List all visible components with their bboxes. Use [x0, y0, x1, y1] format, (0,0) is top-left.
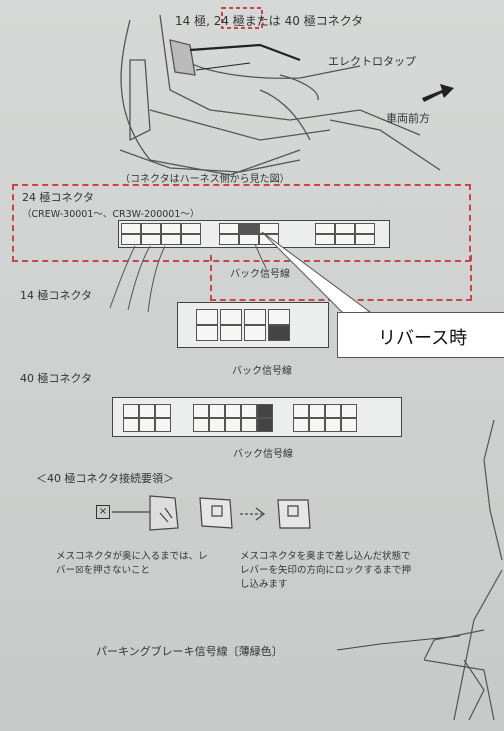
note-right: メスコネクタを奥まで差し込んだ状態でレバーを矢印の方向にロックするまで押し込みま…: [240, 551, 412, 590]
connector-14-diagram: [177, 302, 329, 348]
parking-brake-leader: [336, 635, 461, 651]
connector-24-models: （CREW-30001～、CR3W-200001～）: [22, 209, 200, 220]
connector-24-diagram: [118, 220, 390, 248]
electrotap-label: エレクトロタップ: [328, 55, 416, 68]
harness-view-note: （コネクタはハーネス側から見た図）: [120, 174, 290, 185]
back-signal-label-14: バック信号線: [232, 366, 292, 377]
parking-brake-label: パーキングブレーキ信号線〔薄緑色〕: [96, 645, 283, 658]
connector-14-title: 14 極コネクタ: [20, 289, 93, 302]
reverse-callout-text: リバース時: [378, 328, 468, 349]
connector-40-title: 40 極コネクタ: [20, 372, 93, 385]
note-left: メスコネクタが奥に入るまでは、レバー☒を押さないこと: [56, 551, 208, 576]
connector-40-diagram: [112, 397, 402, 437]
lever-x-icon: ×: [96, 505, 110, 519]
vehicle-front-label: 車両前方: [386, 112, 430, 125]
reverse-callout: リバース時: [337, 312, 504, 358]
back-signal-label-24: バック信号線: [230, 269, 290, 280]
connector-types-title: 14 極, 24 極または 40 極コネクタ: [175, 14, 364, 28]
arrow-icon: [422, 84, 454, 102]
procedure-illustration: [112, 495, 311, 531]
wiring-illustration: [119, 7, 441, 176]
vehicle-structure-right: [424, 420, 503, 720]
back-signal-label-40: バック信号線: [233, 449, 293, 460]
connector-24-leader-lines: [109, 243, 267, 313]
connector-40-procedure-title: ＜40 極コネクタ接続要領＞: [36, 472, 175, 485]
connector-24-title: 24 極コネクタ: [22, 191, 95, 204]
connector-24-frame: [12, 184, 471, 262]
